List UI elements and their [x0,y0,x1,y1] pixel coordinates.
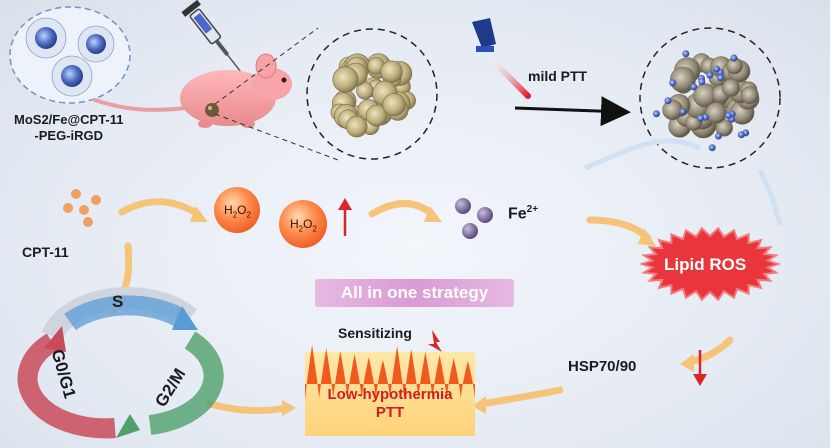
sensitizing-label: Sensitizing [338,325,412,341]
nanoparticle-dot [737,131,745,139]
nanoparticle-dot [714,132,722,140]
nanoparticle-dot [679,108,687,116]
nanoparticle-dot [690,83,698,91]
mild-ptt-label: mild PTT [528,68,588,84]
fe-label: Fe2+ [508,204,538,223]
h2o2-molecule-icon [214,187,260,233]
low-hypothermia-ptt-label: Low-hypothermia PTT [305,386,475,422]
tumor-cell [346,115,368,138]
laser-icon [472,18,531,99]
nanoparticle-dot [708,144,716,152]
tumor-cell [721,78,741,97]
decrease-arrow-icon [693,350,707,386]
nanoparticle-dot [698,78,706,86]
h2o2-label: H2O2 [224,203,251,219]
nanoparticle-dot [669,79,677,87]
hsp-label: HSP70/90 [568,358,637,375]
nanoparticle-dot [725,112,732,120]
fe-symbol: Fe [508,205,527,223]
h2o2-text: H2O2 [290,217,317,234]
nanoparticle-icon [9,6,131,104]
tumor-cell [332,66,359,93]
mouse-icon [93,53,292,128]
tumor-cell [380,60,403,83]
h2o2-label: H2O2 [290,217,317,233]
strategy-banner: All in one strategy [315,279,514,307]
nanoparticle-dot [730,54,738,62]
lipid-ros-burst [638,226,782,302]
lipid-ros-label: Lipid ROS [664,255,747,274]
fire-icon [305,330,475,436]
nanoparticle-dot [713,65,721,73]
nanoparticle-dot [652,110,660,118]
nanoparticle-dot [682,50,690,58]
tumor-cell [365,104,388,127]
nanoparticle-dot [664,97,672,105]
h2o2-text: H2O2 [224,203,251,220]
nanoparticle-label: MoS2/Fe@CPT-11 -PEG-iRGD [14,112,123,144]
cycle-s-label: S [112,292,124,311]
low-hypothermia-line1: Low-hypothermia [327,386,453,403]
low-hypothermia-line2: PTT [375,404,405,421]
fe-ion-icon [455,198,493,239]
tumor-cell [740,86,759,105]
syringe-icon [181,0,242,73]
tumor-icon [306,28,438,160]
tumor-cell [670,66,696,93]
nanoparticle-dot [717,74,725,82]
fe-charge: 2+ [526,204,539,215]
nanoparticle-label-line1: MoS2/Fe@CPT-11 [14,112,124,127]
nanoparticle-dot [706,71,714,79]
cell-cycle-diagram [17,287,224,439]
tumor-icon [639,27,781,169]
h2o2-molecule-icon [279,200,327,248]
nanoparticle-label-line2: -PEG-iRGD [34,128,104,143]
cpt11-label: CPT-11 [22,244,69,260]
tumor-cell [705,102,727,124]
increase-arrow-icon [338,198,352,236]
tumor-cell [382,93,406,117]
cpt11-molecule-icon [63,189,101,227]
nanoparticle-dot [697,114,705,122]
